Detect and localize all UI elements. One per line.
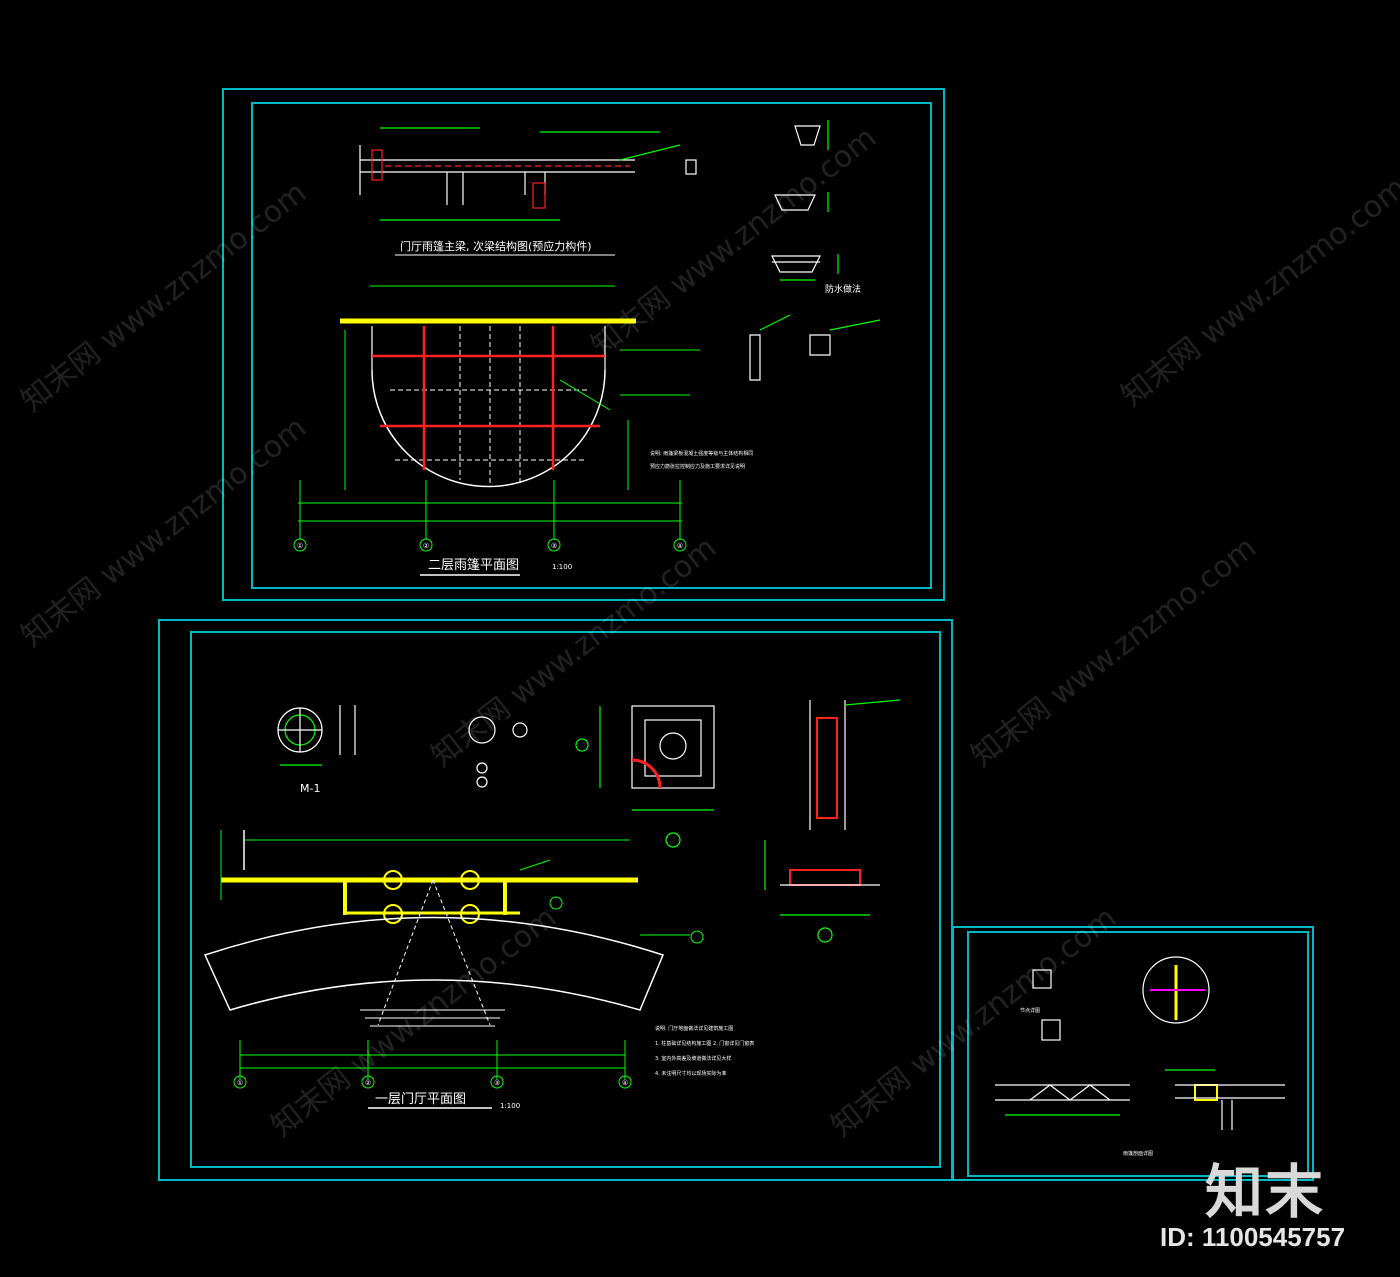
- small-sheet-outer-frame: [952, 926, 1314, 1181]
- column-elevation-detail: [764, 699, 901, 943]
- column-label: M-1: [300, 782, 320, 795]
- lobby-plan: 说明: 门厅地面做法详见建筑施工图 1. 柱基础详见结构施工图 2. 门窗详见门…: [203, 830, 754, 1080]
- upper-sheet: 门厅雨篷主梁, 次梁结构图(预应力构件) 防水做法: [222, 88, 945, 601]
- image-id-label: ID: 1100545757: [1160, 1222, 1346, 1252]
- small-sheet-details: [995, 956, 1285, 1130]
- upper-plan-title: 二层雨篷平面图: [428, 558, 519, 573]
- lower-axis-1: ①: [237, 1079, 243, 1087]
- svg-text:1. 柱基础详见结构施工图 2. 门窗详见门窗表: 1. 柱基础详见结构施工图 2. 门窗详见门窗表: [655, 1040, 754, 1047]
- lower-axis-4: ④: [622, 1079, 628, 1087]
- small-sheet: 节点详图 雨篷剖面详图: [952, 926, 1314, 1181]
- beam-detail-caption: 门厅雨篷主梁, 次梁结构图(预应力构件): [400, 239, 592, 253]
- upper-grid-bubbles: [293, 538, 687, 552]
- upper-plan-scale: 1:100: [552, 563, 572, 571]
- section-note: 防水做法: [825, 283, 861, 295]
- svg-text:3. 室内外高差及坡道做法详见大样: 3. 室内外高差及坡道做法详见大样: [655, 1055, 731, 1062]
- svg-text:预应力筋张拉控制应力及施工要求详见说明: 预应力筋张拉控制应力及施工要求详见说明: [650, 463, 745, 470]
- lower-axis-2: ②: [365, 1079, 371, 1087]
- lower-axis-3: ③: [494, 1079, 500, 1087]
- svg-text:说明: 雨篷梁板混凝土强度等级与主体结构相同: 说明: 雨篷梁板混凝土强度等级与主体结构相同: [650, 450, 753, 457]
- lower-grid-bubbles: [233, 1075, 632, 1089]
- lower-sheet-inner-frame: [190, 631, 941, 1168]
- site-logo: 知末: [1205, 1158, 1326, 1226]
- column-section-detail: [277, 705, 528, 788]
- lower-sheet: M-1: [158, 619, 953, 1181]
- canopy-plan: 说明: 雨篷梁板混凝土强度等级与主体结构相同 预应力筋张拉控制应力及施工要求详见…: [298, 285, 753, 540]
- small-caption-1: 节点详图: [1020, 1007, 1040, 1014]
- upper-axis-2: ②: [423, 542, 429, 550]
- lower-plan-scale: 1:100: [500, 1102, 520, 1110]
- small-caption-2: 雨篷剖面详图: [1123, 1150, 1153, 1157]
- svg-text:4. 未注明尺寸均以现场实际为准: 4. 未注明尺寸均以现场实际为准: [655, 1070, 726, 1077]
- small-sheet-inner-frame: [967, 931, 1309, 1177]
- upper-sheet-inner-frame: [251, 102, 932, 589]
- upper-axis-4: ④: [677, 542, 683, 550]
- trapezoid-sections: [749, 120, 881, 381]
- upper-sheet-outer-frame: [222, 88, 945, 601]
- svg-text:说明: 门厅地面做法详见建筑施工图: 说明: 门厅地面做法详见建筑施工图: [655, 1025, 733, 1032]
- beam-elevation-detail: [359, 127, 697, 221]
- footing-plan-detail: [575, 705, 715, 848]
- upper-axis-1: ①: [297, 542, 303, 550]
- lower-sheet-outer-frame: [158, 619, 953, 1181]
- upper-axis-3: ③: [551, 542, 557, 550]
- lower-plan-title: 一层门厅平面图: [375, 1092, 466, 1107]
